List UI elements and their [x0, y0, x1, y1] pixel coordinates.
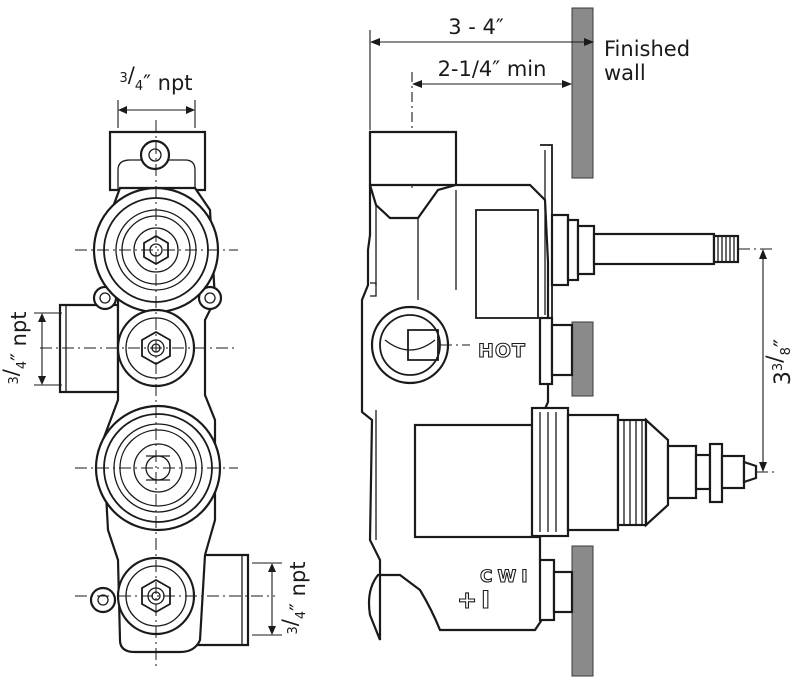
dim-stem-spacing — [759, 249, 767, 472]
front-upper-port — [92, 186, 220, 314]
side-top-inlet — [368, 130, 458, 187]
top-inlet-size-label: 3/4″ npt — [119, 63, 192, 95]
bottom-inlet-size-label: 3/4″ npt — [278, 561, 310, 634]
dim-left-inlet — [34, 312, 62, 386]
dim-top-inlet — [117, 100, 196, 128]
finished-wall-lower — [571, 545, 594, 677]
side-lower-cartridge — [413, 406, 758, 539]
finished-wall-label: Finished wall — [604, 37, 697, 85]
cwi-symbols: +I — [457, 586, 494, 614]
cwi-marking: CWI — [480, 567, 533, 587]
front-view: 3/4″ npt 3/4″ npt 3/4″ npt — [0, 63, 310, 668]
finished-wall-middle — [571, 321, 594, 397]
overall-depth-label: 3 - 4″ — [448, 15, 504, 39]
finished-wall-upper — [571, 7, 594, 179]
side-upper-stem — [550, 213, 740, 287]
side-hot-port — [370, 305, 450, 385]
front-top-ear — [139, 139, 171, 171]
min-depth-label: 2-1/4″ min — [438, 57, 547, 81]
dim-overall-depth — [369, 30, 594, 130]
side-view: Finished wall 3 - 4″ 2-1/4″ min — [360, 7, 796, 677]
hot-marking: HOT — [478, 340, 526, 362]
dim-bottom-inlet — [252, 562, 282, 636]
stem-spacing-label: 33/8″ — [763, 339, 796, 385]
dim-min-depth — [411, 72, 572, 190]
left-inlet-size-label: 3/4″ npt — [0, 311, 31, 384]
